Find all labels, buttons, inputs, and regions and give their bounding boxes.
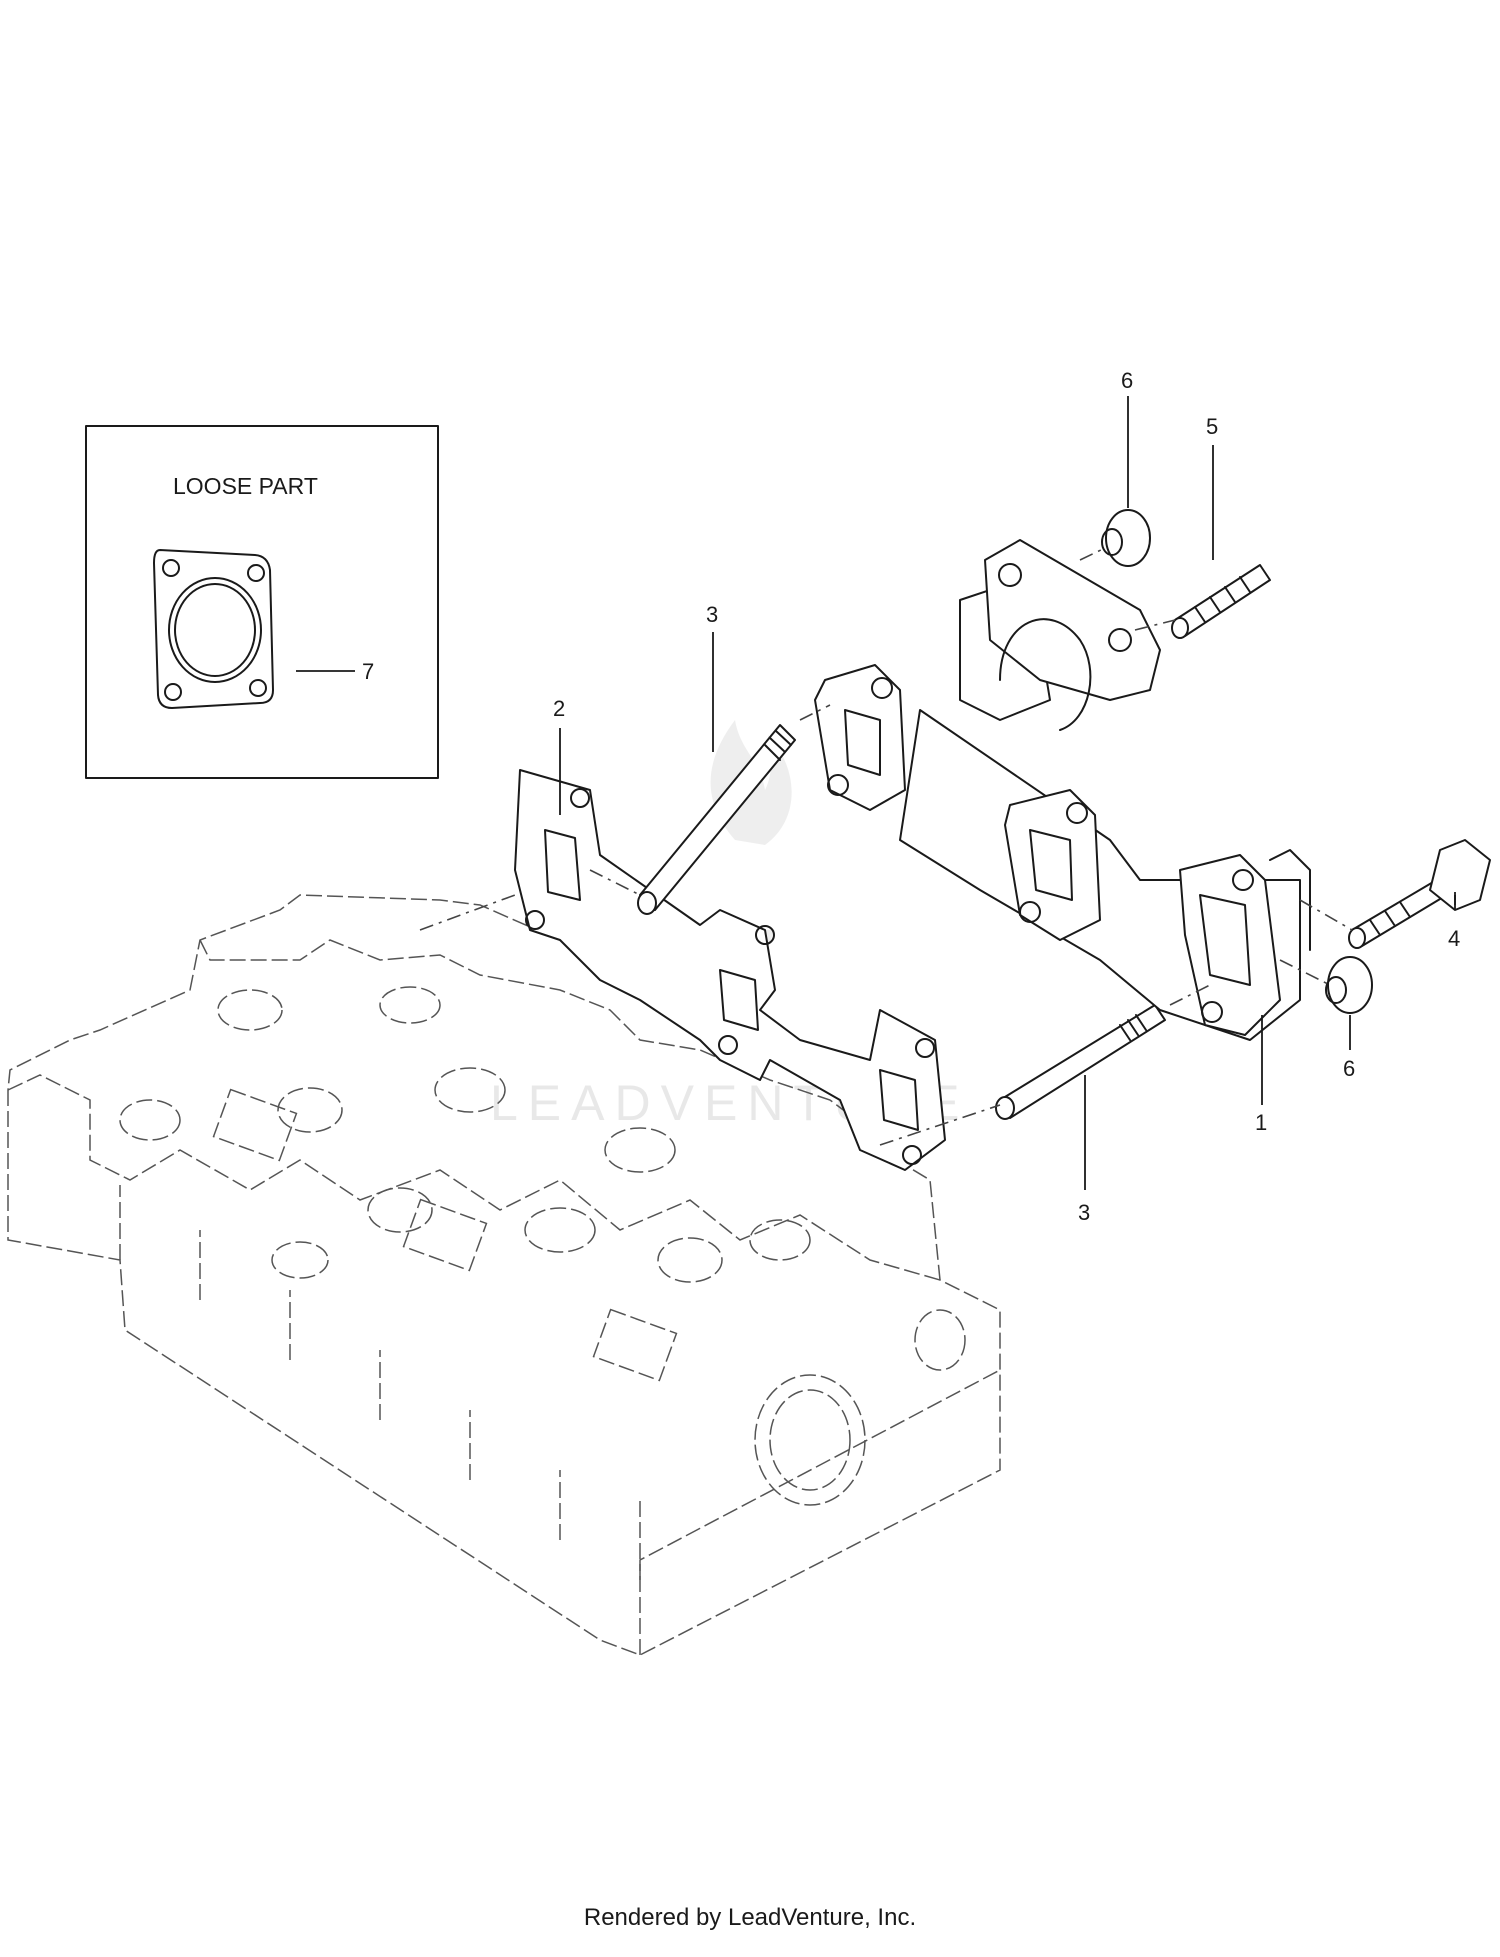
footer-credit: Rendered by LeadVenture, Inc. <box>583 1904 917 1931</box>
stud-lower-3 <box>995 1004 1166 1120</box>
callout-4: 4 <box>1448 926 1460 951</box>
exhaust-manifold-1 <box>814 539 1311 1041</box>
callout-1: 1 <box>1255 1110 1267 1135</box>
callout-6-upper: 6 <box>1121 368 1133 393</box>
loose-part-title: LOOSE PART <box>173 473 318 499</box>
nut-upper-6 <box>1101 509 1151 567</box>
callout-3-lower: 3 <box>1078 1200 1090 1225</box>
stud-short-5 <box>1171 564 1271 639</box>
callout-6-lower: 6 <box>1343 1056 1355 1081</box>
callout-2: 2 <box>553 696 565 721</box>
bolt-4 <box>1348 839 1491 949</box>
cylinder-head-phantom <box>7 894 1001 1656</box>
loose-part-box: LOOSE PART 7 <box>85 425 439 779</box>
callout-5: 5 <box>1206 414 1218 439</box>
alignment-lines <box>419 547 1353 1146</box>
loose-part-frame <box>85 425 439 779</box>
flange-gasket-7 <box>153 549 274 709</box>
callout-numbers: 2 3 3 6 6 5 4 1 <box>553 368 1460 1225</box>
stud-upper-3 <box>637 724 796 915</box>
exhaust-gasket-2 <box>514 769 946 1171</box>
callout-7: 7 <box>362 659 374 684</box>
callout-leaders <box>559 396 1456 1190</box>
nut-lower-6 <box>1325 956 1373 1014</box>
callout-3-upper: 3 <box>706 602 718 627</box>
